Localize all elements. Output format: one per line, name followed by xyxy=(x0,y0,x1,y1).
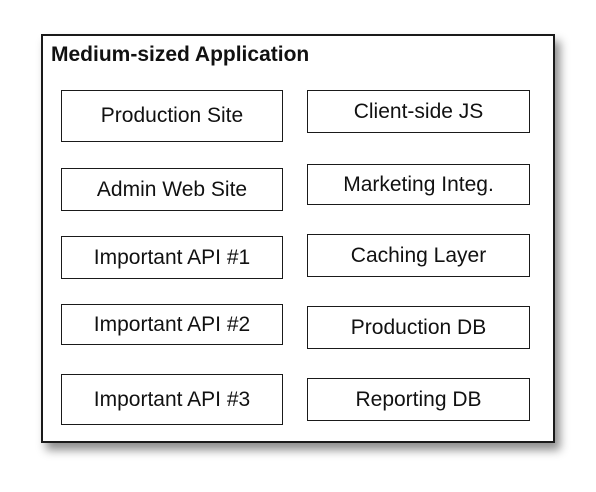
component-important-api-3[interactable]: Important API #3 xyxy=(61,374,283,425)
component-label: Client-side JS xyxy=(353,99,484,123)
component-label: Important API #3 xyxy=(93,387,251,411)
component-label: Admin Web Site xyxy=(96,177,248,201)
component-label: Important API #1 xyxy=(93,245,251,269)
component-label: Production DB xyxy=(350,315,487,339)
component-admin-web-site[interactable]: Admin Web Site xyxy=(61,168,283,211)
component-caching-layer[interactable]: Caching Layer xyxy=(307,234,530,277)
component-label: Caching Layer xyxy=(350,243,487,267)
component-marketing-integ[interactable]: Marketing Integ. xyxy=(307,164,530,205)
component-label: Marketing Integ. xyxy=(343,172,494,196)
component-client-side-js[interactable]: Client-side JS xyxy=(307,90,530,133)
component-important-api-1[interactable]: Important API #1 xyxy=(61,236,283,279)
component-label: Important API #2 xyxy=(93,312,251,336)
application-container: Medium-sized Application Production Site… xyxy=(41,34,555,443)
component-important-api-2[interactable]: Important API #2 xyxy=(61,304,283,345)
component-label: Reporting DB xyxy=(355,387,482,411)
component-production-db[interactable]: Production DB xyxy=(307,306,530,349)
component-production-site[interactable]: Production Site xyxy=(61,90,283,142)
component-label: Production Site xyxy=(100,104,244,127)
application-title: Medium-sized Application xyxy=(51,43,310,66)
component-reporting-db[interactable]: Reporting DB xyxy=(307,378,530,421)
